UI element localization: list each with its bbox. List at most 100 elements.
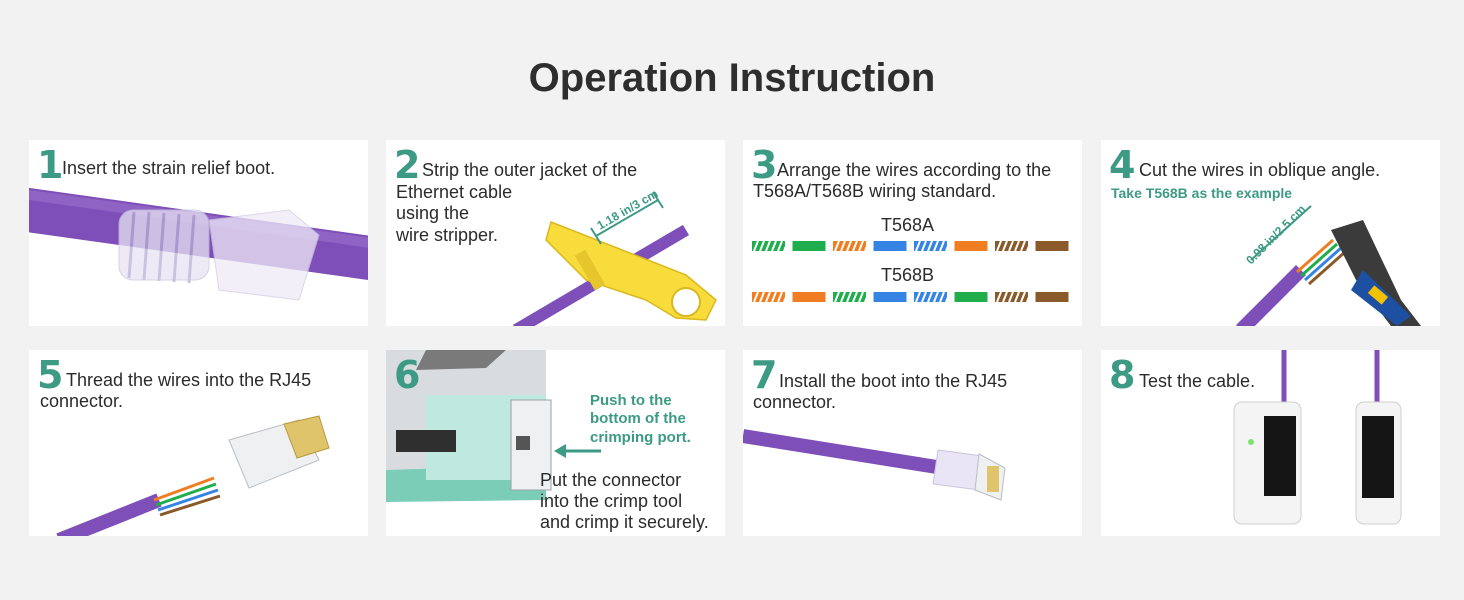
t568b-wire-stripe bbox=[933, 291, 939, 303]
t568a-wire-stripe bbox=[777, 240, 783, 252]
t568a-wire-stripe bbox=[759, 240, 765, 252]
hint-line: crimping port. bbox=[590, 429, 691, 446]
t568a-wire-stripe bbox=[783, 240, 789, 252]
step-text-line: Arrange the wires according to the bbox=[777, 160, 1052, 180]
t568a-wire-stripe bbox=[945, 240, 951, 252]
t568b-wire-green bbox=[954, 292, 988, 302]
standard-a-label: T568A bbox=[881, 215, 935, 235]
step-text-line: connector. bbox=[40, 391, 124, 411]
t568a-wire-orange bbox=[954, 241, 988, 251]
t568b-wire-stripe bbox=[858, 291, 864, 303]
t568a-wire-stripe bbox=[858, 240, 864, 252]
step-text-line: Insert the strain relief boot. bbox=[62, 158, 276, 178]
step-text-line: and crimp it securely. bbox=[540, 512, 709, 532]
t568b-wire-stripe bbox=[945, 291, 951, 303]
t568b-wire-stripe bbox=[915, 291, 921, 303]
hint-line: Push to the bbox=[590, 392, 672, 409]
step-number: 8 bbox=[1109, 353, 1136, 397]
t568b-wire-stripe bbox=[852, 291, 858, 303]
t568b-wire-stripe bbox=[939, 291, 945, 303]
t568a-wire-brown bbox=[1035, 241, 1069, 251]
boot-installed-illustration bbox=[743, 429, 1006, 501]
t568b-wire-stripe bbox=[1008, 291, 1014, 303]
step-text-line: Test the cable. bbox=[1139, 371, 1256, 391]
step-text-line: Thread the wires into the RJ45 bbox=[66, 370, 312, 390]
t568a-wire-stripe bbox=[840, 240, 846, 252]
standard-b-label: T568B bbox=[881, 265, 935, 285]
step-number: 4 bbox=[1109, 143, 1136, 187]
t568b-wire-stripe bbox=[771, 291, 777, 303]
t568a-wire-stripe bbox=[834, 240, 840, 252]
t568a-wire-blue bbox=[873, 241, 907, 251]
t568a-wire-green bbox=[792, 241, 826, 251]
step-number: 2 bbox=[394, 143, 421, 187]
step-2-card: 1.18 in/3 cm 2 Strip the outer jacket of… bbox=[386, 140, 725, 326]
t568a-wire-strip bbox=[752, 240, 1069, 303]
step-3-card: 3 Arrange the wires according to the T56… bbox=[743, 140, 1082, 326]
step-number: 7 bbox=[751, 353, 778, 397]
step-text-line: connector. bbox=[753, 392, 837, 412]
t568b-wire-orange bbox=[792, 292, 826, 302]
wire-stripper-illustration: 1.18 in/3 cm bbox=[512, 186, 717, 326]
step-text-line: Put the connector bbox=[540, 470, 682, 490]
t568a-wire-stripe bbox=[915, 240, 921, 252]
t568a-wire-stripe bbox=[771, 240, 777, 252]
step-6-card: 6 Push to the bottom of the crimping por… bbox=[386, 350, 725, 536]
t568a-wire-stripe bbox=[1002, 240, 1008, 252]
strip-length-label: 1.18 in/3 cm bbox=[595, 186, 661, 232]
step-5-card: 5 Thread the wires into the RJ45 connect… bbox=[29, 350, 368, 536]
step-text-line: Cut the wires in oblique angle. bbox=[1139, 160, 1381, 180]
t568b-wire-stripe bbox=[783, 291, 789, 303]
t568b-wire-stripe bbox=[834, 291, 840, 303]
hint-line: bottom of the bbox=[590, 410, 686, 427]
t568a-wire-stripe bbox=[765, 240, 771, 252]
step-4-card: 0.98 in/2.5 cm 4 Cut the wires in obliqu… bbox=[1101, 140, 1440, 326]
step-number: 5 bbox=[37, 353, 64, 397]
step-number: 6 bbox=[394, 353, 421, 397]
t568b-wire-stripe bbox=[921, 291, 927, 303]
t568a-wire-stripe bbox=[939, 240, 945, 252]
step-number: 1 bbox=[37, 143, 64, 187]
t568a-wire-stripe bbox=[1014, 240, 1020, 252]
cable-tester-illustration bbox=[1233, 350, 1402, 525]
t568a-wire-stripe bbox=[933, 240, 939, 252]
t568a-wire-stripe bbox=[846, 240, 852, 252]
step-text-line: Strip the outer jacket of the bbox=[422, 160, 638, 180]
t568b-wire-stripe bbox=[846, 291, 852, 303]
t568b-wire-brown bbox=[1035, 292, 1069, 302]
t568a-wire-stripe bbox=[1020, 240, 1026, 252]
t568b-wire-stripe bbox=[1026, 291, 1032, 303]
t568b-wire-stripe bbox=[1014, 291, 1020, 303]
t568a-wire-stripe bbox=[852, 240, 858, 252]
t568b-wire-stripe bbox=[765, 291, 771, 303]
step-number: 3 bbox=[751, 143, 778, 187]
t568a-wire-stripe bbox=[927, 240, 933, 252]
step-text-line: Ethernet cable bbox=[396, 182, 513, 202]
t568a-wire-stripe bbox=[864, 240, 870, 252]
t568a-wire-stripe bbox=[996, 240, 1002, 252]
step-note: Take T568B as the example bbox=[1111, 185, 1293, 201]
t568b-wire-stripe bbox=[996, 291, 1002, 303]
cut-length-label: 0.98 in/2.5 cm bbox=[1243, 202, 1308, 267]
t568a-wire-stripe bbox=[921, 240, 927, 252]
t568b-wire-stripe bbox=[927, 291, 933, 303]
step-text-line: into the crimp tool bbox=[540, 491, 683, 511]
t568b-wire-blue bbox=[873, 292, 907, 302]
step-text-line: using the bbox=[396, 203, 470, 223]
step-text-line: wire stripper. bbox=[396, 225, 499, 245]
boot-cable-illustration bbox=[29, 187, 368, 301]
step-text-line: T568A/T568B wiring standard. bbox=[753, 181, 997, 201]
t568b-wire-stripe bbox=[1020, 291, 1026, 303]
t568a-wire-stripe bbox=[753, 240, 759, 252]
t568b-wire-stripe bbox=[840, 291, 846, 303]
t568b-wire-stripe bbox=[759, 291, 765, 303]
t568a-wire-stripe bbox=[1026, 240, 1032, 252]
step-7-card: 7 Install the boot into the RJ45 connect… bbox=[743, 350, 1082, 536]
step-text-line: Install the boot into the RJ45 bbox=[779, 371, 1008, 391]
step-1-card: 1 Insert the strain relief boot. bbox=[29, 140, 368, 326]
crimp-tool-illustration bbox=[386, 350, 601, 502]
rj45-thread-illustration bbox=[56, 415, 330, 536]
t568b-wire-stripe bbox=[753, 291, 759, 303]
cutter-illustration: 0.98 in/2.5 cm bbox=[1236, 202, 1421, 326]
t568b-wire-stripe bbox=[1002, 291, 1008, 303]
